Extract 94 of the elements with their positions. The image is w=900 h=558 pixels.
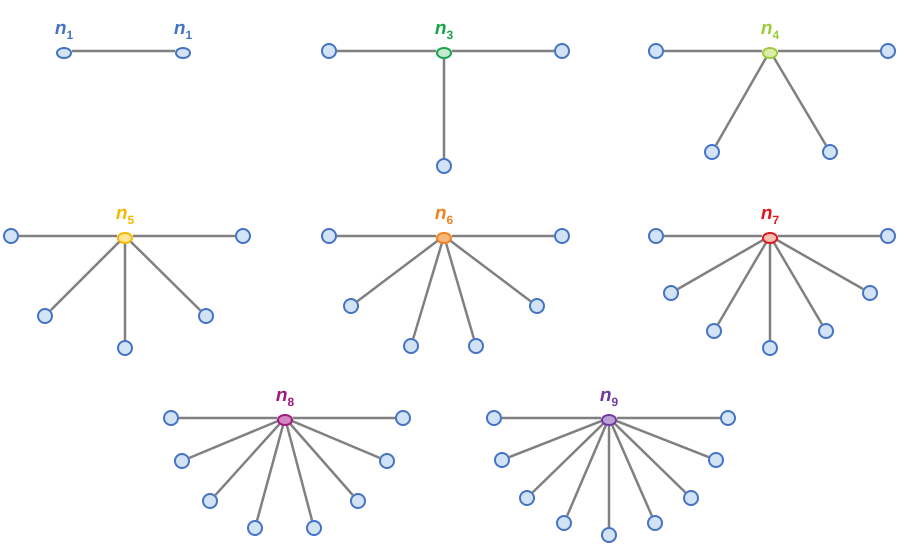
connector-line (778, 234, 880, 238)
connector-line (124, 244, 126, 340)
connector-line (778, 50, 880, 52)
leaf-node (601, 527, 617, 543)
leaf-node (379, 453, 395, 469)
leaf-node (247, 520, 263, 536)
connector-line (664, 50, 762, 52)
connector-line (289, 423, 354, 496)
leaf-node (648, 228, 664, 244)
connector-line (412, 243, 443, 339)
connector-line (773, 242, 823, 325)
leaf-node (822, 144, 838, 160)
leaf-node (202, 493, 218, 509)
connector-line (442, 59, 446, 158)
connector-line (130, 240, 202, 312)
leaf-node (235, 228, 251, 244)
connector-line (188, 420, 278, 460)
leaf-node (663, 285, 679, 301)
leaf-node (706, 323, 722, 339)
node-label: n$_{3}$ (434, 19, 454, 44)
leaf-node (436, 158, 452, 174)
connector-line (773, 57, 827, 146)
leaf-node (198, 308, 214, 324)
connector-line (72, 50, 175, 52)
leaf-node (163, 410, 179, 426)
node-label: n$_{1}$ (54, 19, 74, 44)
leaf-node (321, 43, 337, 59)
leaf-node (174, 453, 190, 469)
connector-line (292, 420, 380, 460)
leaf-node (880, 228, 896, 244)
connector-line (566, 424, 607, 516)
node-label: n$_{8}$ (276, 386, 294, 411)
leaf-node (529, 298, 545, 314)
leaf-node (762, 340, 778, 356)
leaf-node (818, 323, 834, 339)
leaf-node (343, 298, 359, 314)
node-label: n$_{5}$ (116, 204, 134, 229)
node-label: n$_{9}$ (600, 386, 618, 411)
connector-line (337, 50, 436, 52)
connector-line (214, 423, 281, 496)
node-label: n$_{1}$ (174, 19, 192, 44)
leaf-node (554, 43, 570, 59)
connector-line (776, 238, 864, 290)
node-label: n$_{4}$ (760, 19, 780, 44)
connector-line (19, 234, 117, 238)
connector-line (677, 238, 764, 290)
leaf-node (321, 228, 337, 244)
leaf-node (704, 144, 720, 160)
connector-line (337, 234, 436, 238)
leaf-node (683, 490, 699, 506)
leaf-node (519, 490, 535, 506)
leaf-node (486, 410, 502, 426)
leaf-node (403, 338, 419, 354)
connector-line (256, 425, 284, 521)
connector-line (614, 422, 686, 494)
leaf-node (37, 308, 53, 324)
leaf-node (554, 228, 570, 244)
leaf-node (306, 520, 322, 536)
node-label: n$_{7}$ (760, 204, 780, 229)
leaf-node (556, 515, 572, 531)
connector-line (356, 240, 438, 302)
connector-line (293, 416, 395, 420)
connector-line (133, 234, 235, 238)
connector-line (286, 425, 314, 521)
leaf-node (647, 515, 663, 531)
connector-line (508, 420, 602, 458)
connector-line (616, 420, 710, 458)
connector-line (617, 416, 720, 420)
connector-line (611, 424, 653, 516)
connector-line (608, 426, 610, 527)
connector-line (445, 243, 475, 339)
leaf-node (3, 228, 19, 244)
leaf-node (708, 452, 724, 468)
connector-line (452, 50, 554, 52)
leaf-node (494, 452, 510, 468)
connector-line (717, 242, 767, 325)
connector-line (179, 416, 277, 420)
leaf-node (468, 338, 484, 354)
leaf-node (395, 410, 411, 426)
connector-line (768, 244, 772, 340)
connector-line (664, 234, 762, 238)
leaf-node (720, 410, 736, 426)
connector-line (714, 57, 768, 146)
leaf-node (117, 340, 133, 356)
node-label: n$_{6}$ (434, 204, 454, 229)
connector-line (50, 240, 120, 312)
leaf-node (648, 43, 664, 59)
leaf-node (350, 493, 366, 509)
connector-line (502, 416, 601, 420)
connector-line (450, 240, 532, 302)
leaf-node (862, 285, 878, 301)
connector-line (452, 234, 554, 238)
leaf-node (880, 43, 896, 59)
connector-line (532, 422, 604, 494)
